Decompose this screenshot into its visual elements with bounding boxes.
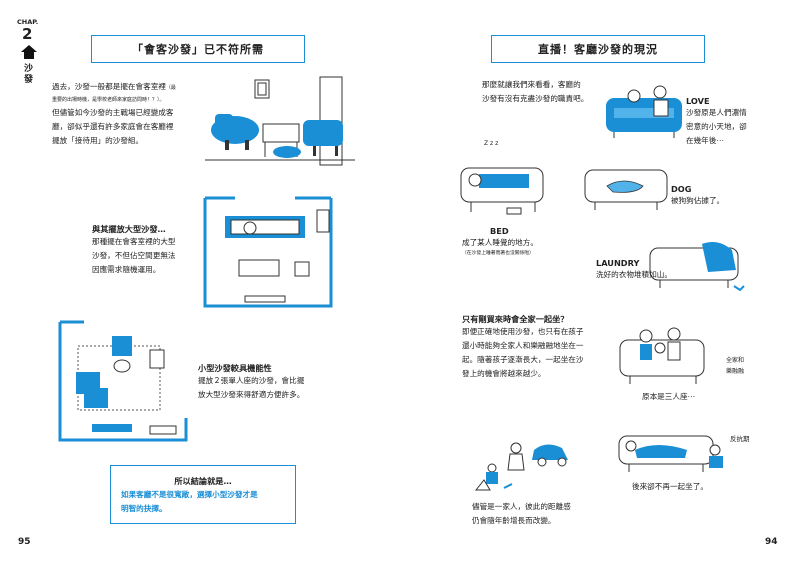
chapter-label: CHAP. (17, 18, 39, 26)
later-sofa-illustration (618, 435, 723, 472)
right-intro-text: 那麼就讓我們來看看，客廳的 沙發有沒有克盡沙發的職責吧。 (482, 80, 589, 103)
conclusion-line-2: 明智的抉擇。 (121, 504, 167, 513)
dog-text: DOG 被狗狗佔據了。 (671, 184, 725, 205)
family-text: 只有剛買來時會全家一起坐？ 即便正確地使用沙發，也只有在孩子 還小時能夠全家人和… (462, 314, 584, 378)
dog-sofa-illustration (584, 169, 668, 210)
conclusion-line-1: 如果客廳不是很寬敞，選擇小型沙發才是 (121, 490, 258, 499)
love-sofa-illustration (606, 85, 682, 138)
family-label: 全家和 樂融融 (726, 357, 745, 375)
laundry-sofa-illustration (649, 242, 745, 292)
large-sofa-floor-plan (203, 196, 333, 308)
small-sofa-floor-plan (58, 320, 188, 442)
conclusion-box: 所以結論就是… 如果客廳不是很寬敞，選擇小型沙發才是 明智的抉擇。 (110, 465, 296, 524)
bottom-text: 儘管是一家人，彼此的距離感 仍會隨年齡增長而改變。 (472, 502, 571, 525)
three-seat-caption: 原本是三人座⋯ (642, 392, 696, 401)
chapter-vertical-title: 沙發 (24, 64, 34, 85)
reception-room-illustration (205, 76, 355, 166)
right-page-title: 直播！客廳沙發的現況 (491, 35, 705, 63)
left-page-title: 「會客沙發」已不符所需 (91, 35, 305, 63)
laundry-text: LAUNDRY 洗好的衣物堆積如山。 (596, 258, 672, 279)
right-page-number: 94 (765, 537, 778, 547)
bed-sofa-illustration (460, 167, 544, 215)
large-sofa-text: 與其擺放大型沙發… 那種擺在會客室裡的大型 沙發，不但佔空間更無法 因應需求隨機… (92, 224, 176, 274)
conclusion-heading: 所以結論就是… (174, 476, 232, 486)
later-caption: 後來卻不再一起坐了。 (632, 482, 708, 491)
car-scene-illustration (474, 442, 568, 491)
family-sofa-illustration (619, 327, 705, 384)
small-sofa-text: 小型沙發較具機能性 擺放２張單人座的沙發，會比擺 放大型沙發來得舒適方便許多。 (198, 363, 305, 399)
bed-text: BED 成了某人睡覺的地方。 （在沙發上睡著而著也沒關係啦） (462, 226, 538, 256)
house-icon (21, 45, 37, 59)
left-page-number: 95 (18, 537, 31, 547)
chapter-number: 2 (22, 25, 33, 43)
love-text: LOVE 沙發原是人們濃情 密意的小天地，卻 在幾年後⋯ (686, 96, 747, 145)
left-intro-text: 過去，沙發一般都是擺在會客室裡（最 重要的出場時機，是學校老師來家庭訪問時！？）… (52, 82, 176, 145)
sleep-mark: Z z z (484, 140, 499, 147)
rebellious-label: 反抗期 (730, 435, 750, 443)
